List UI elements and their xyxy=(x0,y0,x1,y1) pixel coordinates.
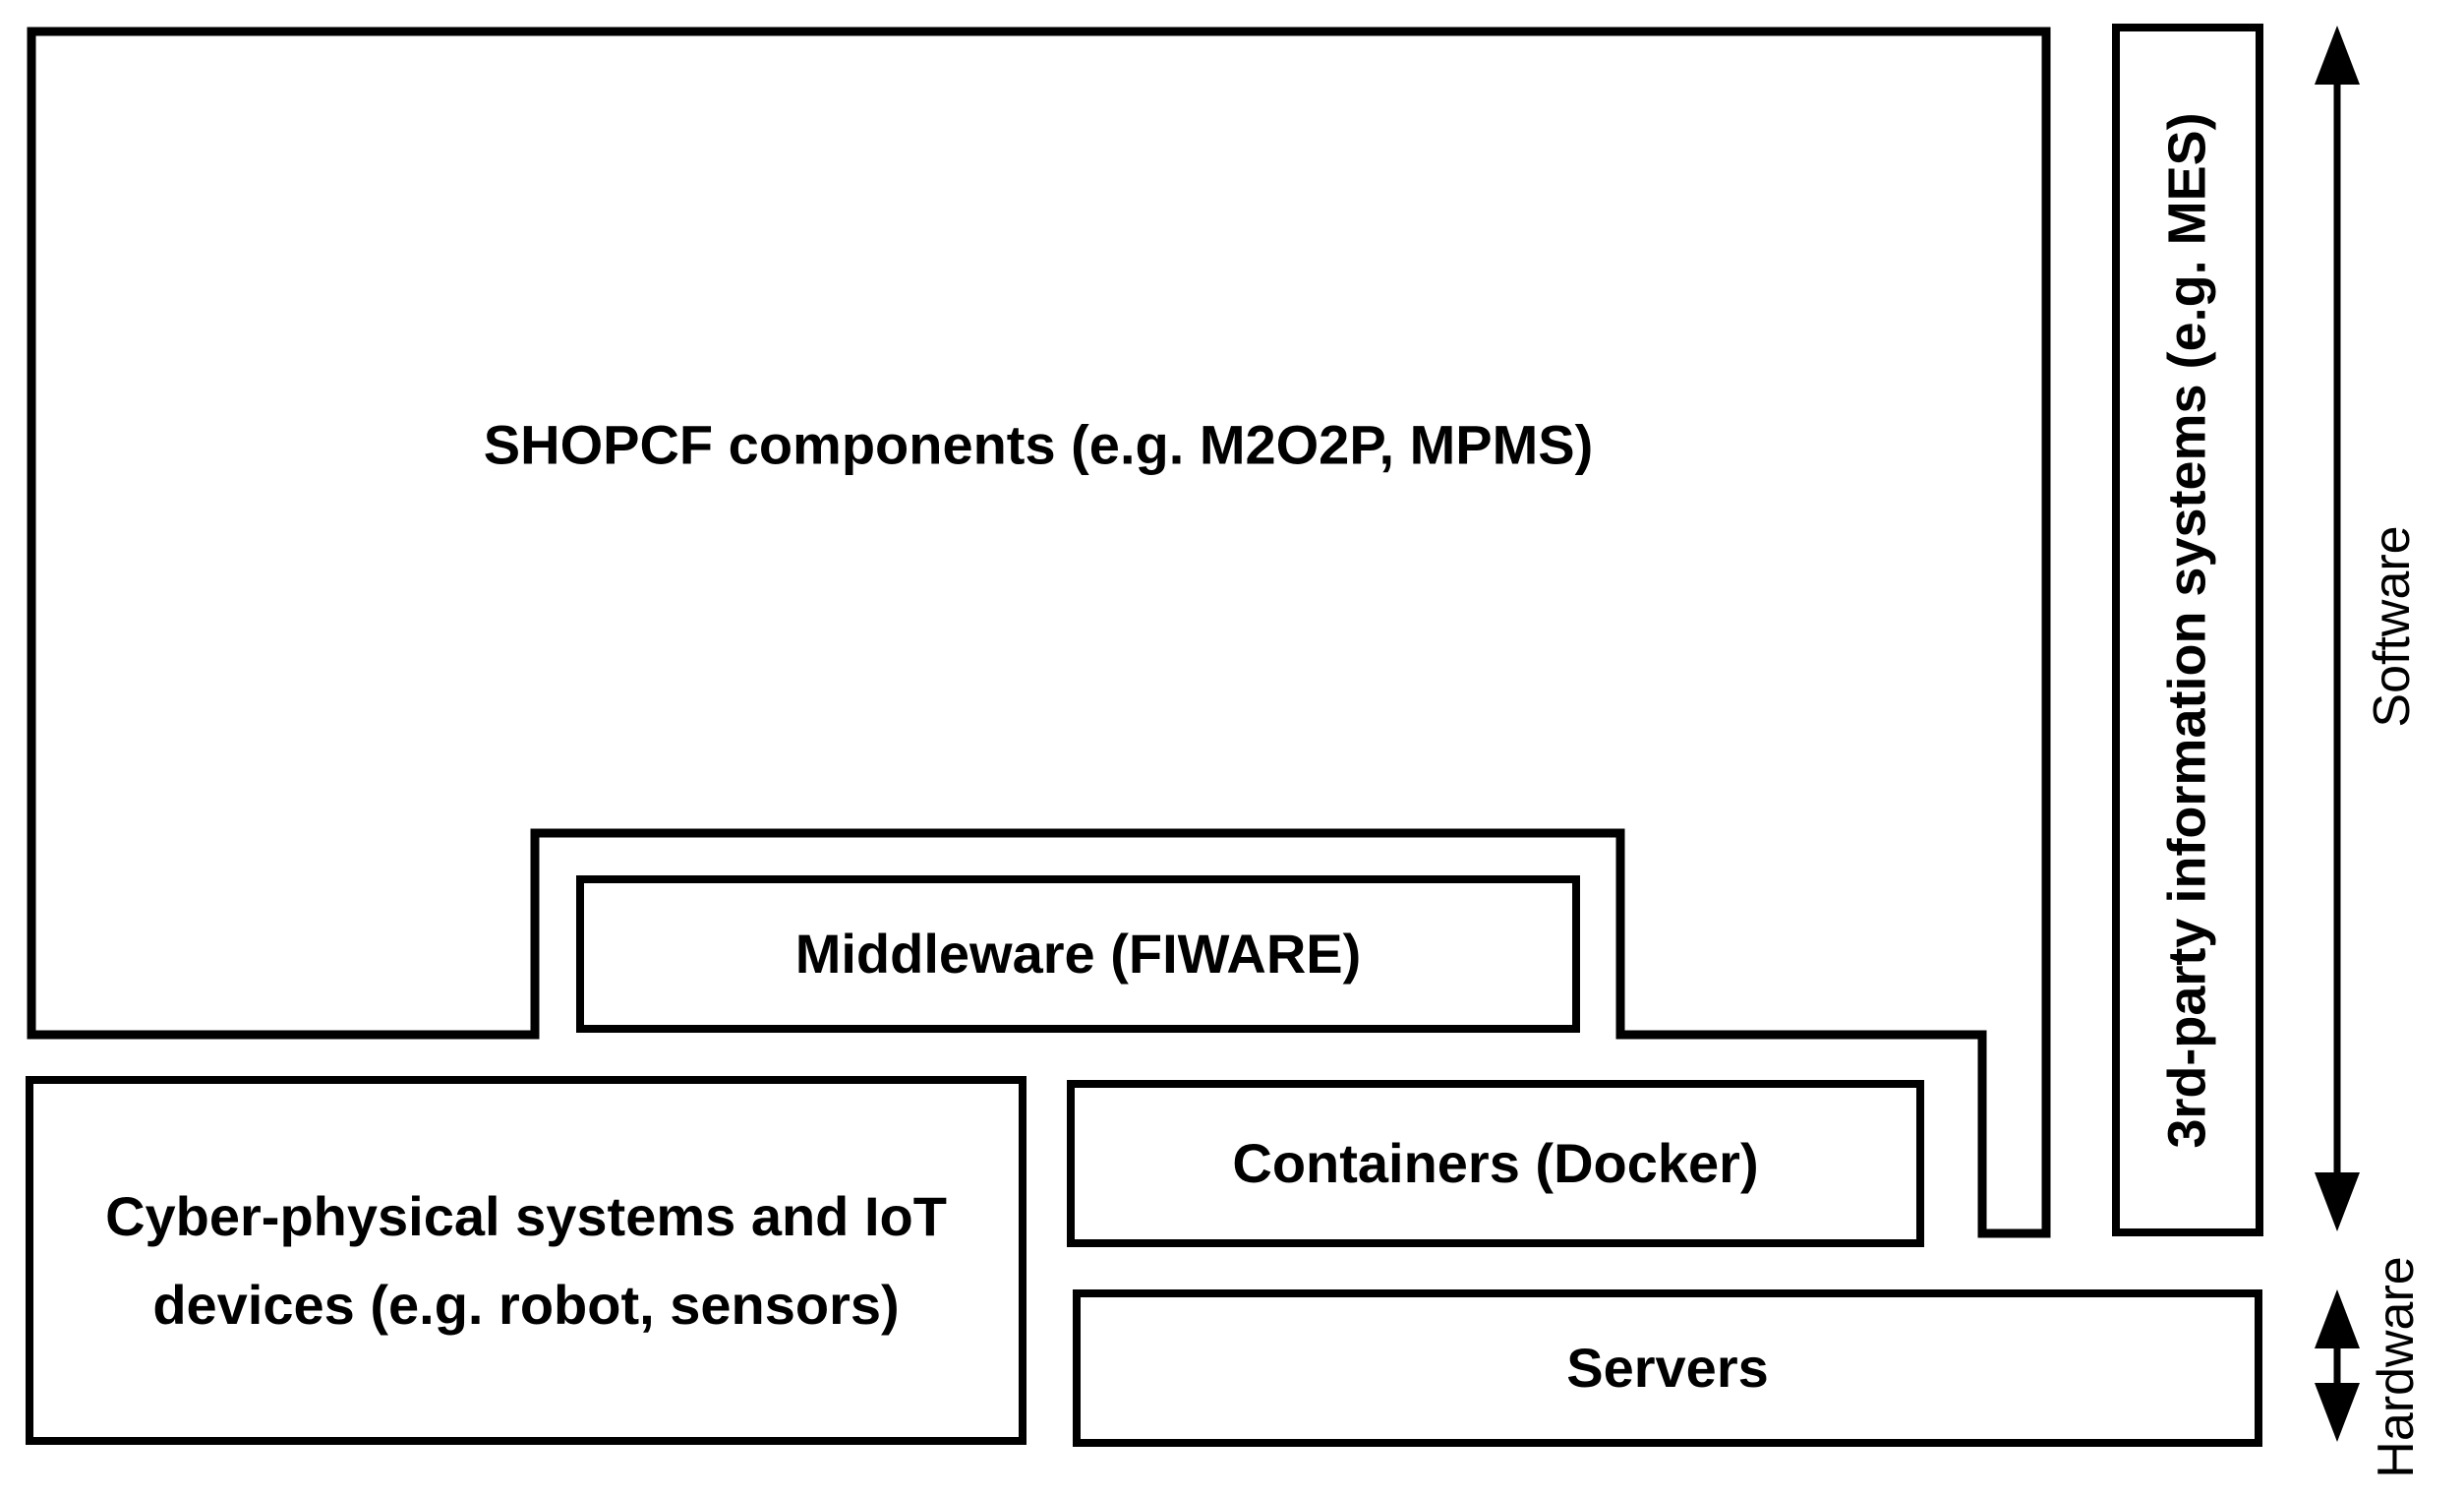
servers-label: Servers xyxy=(1566,1337,1769,1399)
hardware-extent-arrow xyxy=(2315,1289,2360,1442)
arrow-up-icon xyxy=(2315,26,2360,85)
containers-box: Containers (Docker) xyxy=(1067,1080,1924,1247)
cyber-physical-label-line2: devices (e.g. robot, sensors) xyxy=(152,1273,900,1336)
cyber-physical-label-line1: Cyber-physical systems and IoT xyxy=(105,1184,947,1247)
shopcf-components-outline xyxy=(27,27,2051,1238)
hardware-side-label: Hardware xyxy=(2368,1256,2425,1478)
cyber-physical-box: Cyber-physical systems and IoT devices (… xyxy=(26,1076,1027,1445)
arrow-down-icon xyxy=(2315,1172,2360,1231)
middleware-box: Middleware (FIWARE) xyxy=(576,875,1580,1033)
arrow-up-icon xyxy=(2315,1289,2360,1348)
software-extent-arrow xyxy=(2315,26,2360,1231)
middleware-label: Middleware (FIWARE) xyxy=(794,923,1362,985)
software-side-label: Software xyxy=(2364,525,2421,728)
third-party-systems-label: 3rd-party information systems (e.g. MES) xyxy=(2158,111,2217,1149)
containers-label: Containers (Docker) xyxy=(1232,1132,1759,1194)
servers-box: Servers xyxy=(1073,1289,2262,1447)
arrow-down-icon xyxy=(2315,1383,2360,1442)
shopcf-components-label: SHOPCF components (e.g. M2O2P, MPMS) xyxy=(483,413,1594,476)
third-party-systems-box: 3rd-party information systems (e.g. MES) xyxy=(2112,24,2263,1236)
cyber-physical-label: Cyber-physical systems and IoT devices (… xyxy=(105,1172,947,1348)
